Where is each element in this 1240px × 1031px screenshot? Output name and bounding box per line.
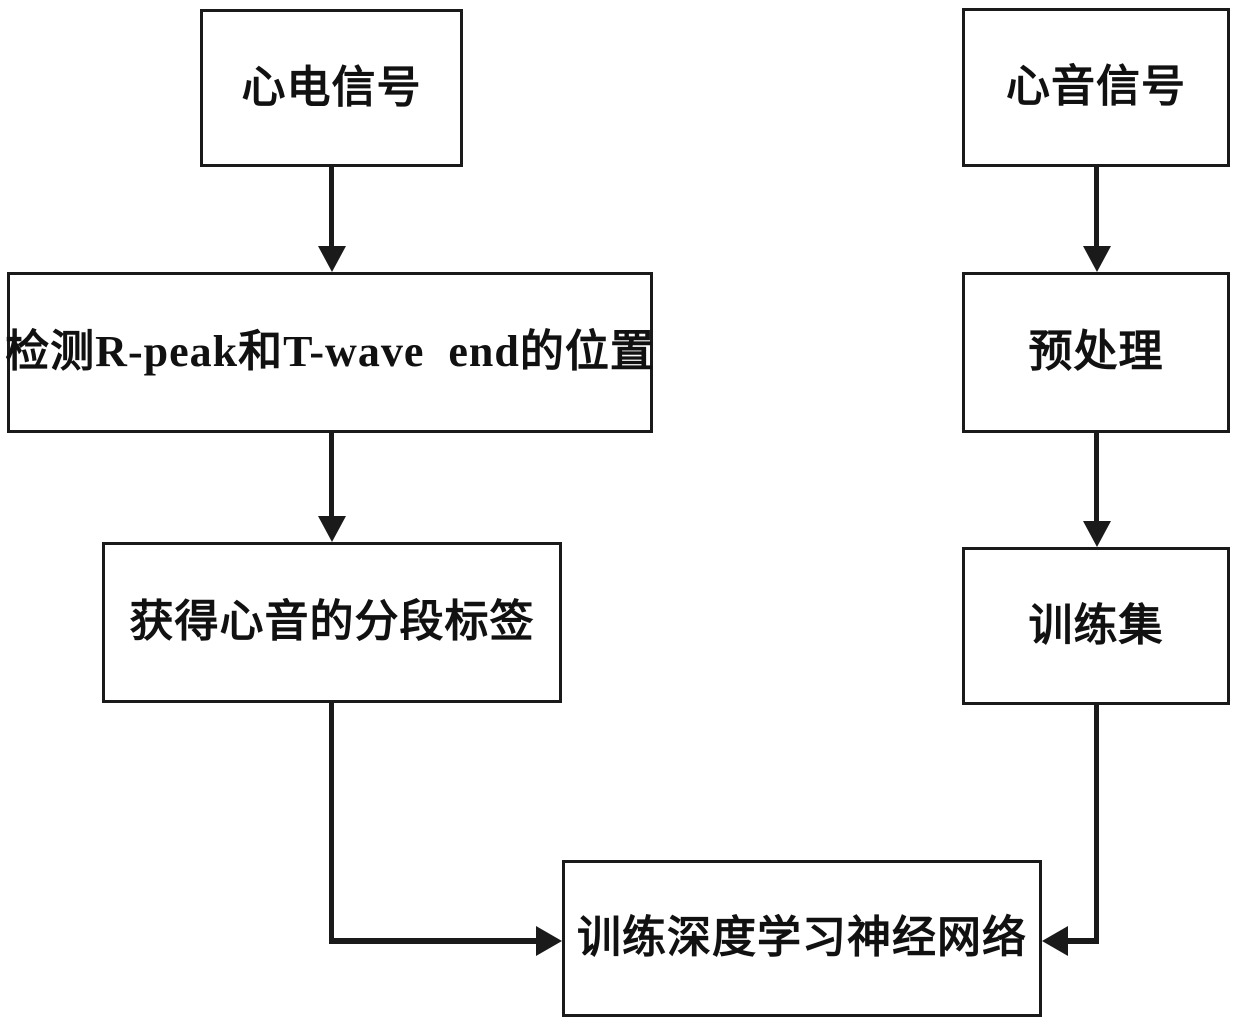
arrow-shaft [1094, 167, 1099, 249]
node-ecg-signal-label: 心电信号 [241, 62, 422, 112]
node-detect-rpeak-twave-positions: 检测R-peak和T-wave end的位置 [5, 272, 655, 433]
arrowhead-down-icon [318, 246, 346, 272]
node-train-deep-learning-network-label: 训练深度学习神经网络 [577, 913, 1027, 963]
arrow-shaft [329, 938, 538, 944]
arrow-shaft [1094, 433, 1099, 524]
arrowhead-down-icon [1083, 246, 1111, 272]
arrow-shaft [329, 433, 334, 519]
node-preprocess-label: 预处理 [1028, 327, 1164, 377]
node-ecg-signal: 心电信号 [200, 9, 463, 167]
node-preprocess: 预处理 [962, 272, 1230, 433]
arrowhead-down-icon [318, 516, 346, 542]
arrow-shaft [329, 167, 334, 249]
node-train-deep-learning-network: 训练深度学习神经网络 [562, 860, 1042, 1017]
arrowhead-down-icon [1083, 521, 1111, 547]
node-heart-sound-signal-label: 心音信号 [1006, 62, 1186, 112]
arrow-shaft [329, 703, 334, 944]
node-training-set: 训练集 [962, 547, 1230, 705]
node-segmentation-labels: 获得心音的分段标签 [102, 542, 562, 703]
arrow-shaft [1094, 705, 1099, 944]
node-training-set-label: 训练集 [1028, 600, 1164, 650]
node-detect-rpeak-twave-positions-label: 检测R-peak和T-wave end的位置 [5, 327, 655, 377]
node-segmentation-labels-label: 获得心音的分段标签 [129, 597, 535, 647]
arrowhead-left-icon [1042, 926, 1068, 956]
arrowhead-right-icon [536, 926, 562, 956]
arrow-shaft [1068, 938, 1099, 944]
node-heart-sound-signal: 心音信号 [962, 8, 1230, 167]
